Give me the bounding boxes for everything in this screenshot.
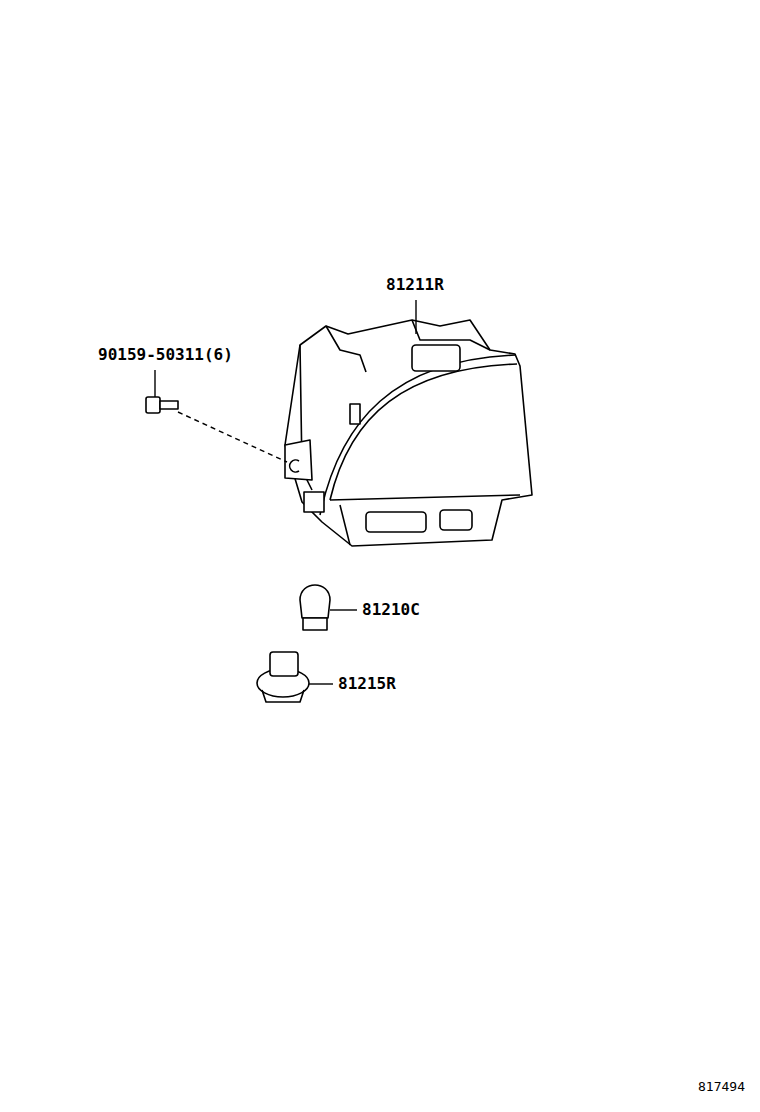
leader-line bbox=[415, 300, 416, 334]
lamp-housing bbox=[285, 320, 532, 546]
leader-line bbox=[309, 683, 333, 684]
figure-number: 817494 bbox=[698, 1080, 745, 1094]
lens-edge bbox=[320, 355, 515, 515]
part-number: 81210C bbox=[362, 601, 420, 619]
leader-line bbox=[330, 609, 357, 610]
part-number: 90159-50311(6) bbox=[98, 346, 233, 364]
part-number: 81215R bbox=[338, 675, 396, 693]
leader-line bbox=[154, 370, 155, 397]
part-number: 81211R bbox=[386, 276, 444, 294]
leader-line bbox=[178, 412, 287, 462]
bulb bbox=[300, 585, 330, 618]
bolt bbox=[146, 397, 160, 413]
